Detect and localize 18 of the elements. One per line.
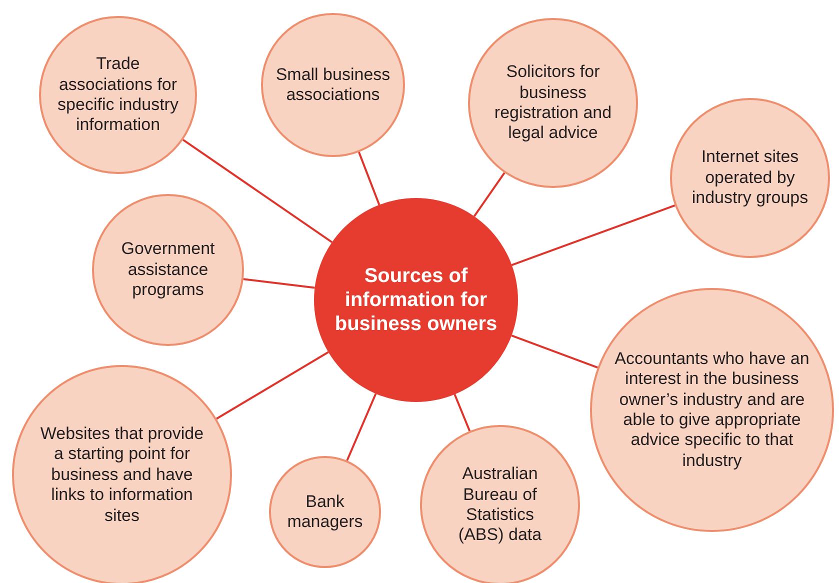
node-text: Sources of information for business owners bbox=[334, 264, 498, 336]
connector-line bbox=[182, 138, 333, 244]
connector-line bbox=[346, 393, 377, 461]
node-text: Accountants who have an interest in the business owner’s industry and are able to give appropriate advice specific to that industry bbox=[614, 348, 810, 472]
node-text: Bank managers bbox=[286, 492, 364, 532]
node-text: Trade associations for specific industry information bbox=[56, 54, 180, 136]
connector-line bbox=[511, 204, 676, 266]
connector-line bbox=[216, 351, 329, 420]
node-text: Government assistance programs bbox=[120, 239, 216, 301]
node-text: Small business associations bbox=[274, 64, 392, 106]
node-text: Australian Bureau of Statistics (ABS) data bbox=[457, 464, 543, 546]
connector-line bbox=[454, 394, 471, 432]
connector-line bbox=[511, 334, 598, 368]
connector-line bbox=[358, 152, 380, 206]
node-text: Internet sites operated by industry groups bbox=[690, 147, 810, 209]
node-text: Solicitors for business registration and legal advice bbox=[493, 62, 613, 144]
connector-line bbox=[473, 172, 506, 217]
node-text: Websites that provide a starting point for business and have links to information sites bbox=[39, 424, 205, 526]
